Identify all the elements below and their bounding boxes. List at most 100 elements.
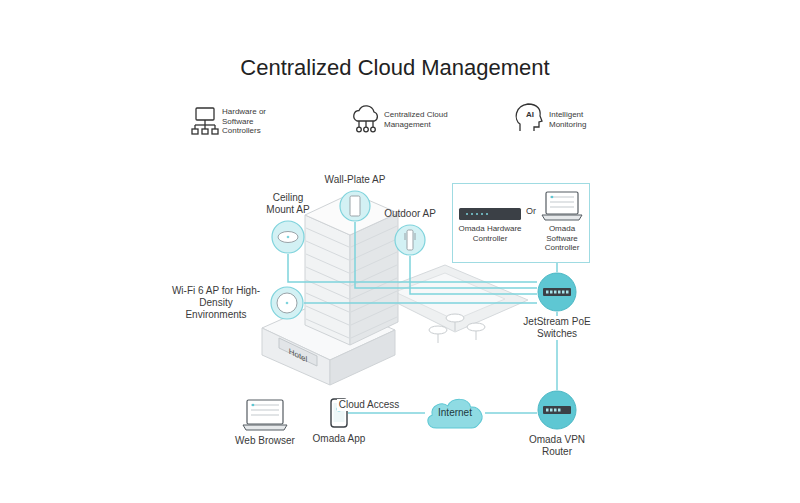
ground-plaza — [476, 331, 477, 340]
node-label: Internet — [438, 407, 472, 419]
software-controller-shape — [550, 196, 574, 198]
poe-switch-shape — [562, 291, 565, 294]
controller-icon — [196, 108, 214, 120]
hotel-building — [305, 215, 350, 345]
network-link — [556, 263, 558, 272]
access-point: Wall-Plate AP — [339, 190, 371, 222]
access-point-shape — [272, 221, 304, 253]
node-label: Omada VPN Router — [527, 434, 587, 458]
node-label: Omada Software Controller — [537, 224, 587, 253]
controller-icon — [192, 108, 218, 134]
access-point-shape — [277, 293, 297, 313]
web-browser: Web Browser — [242, 400, 288, 430]
poe-switch-shape — [558, 291, 561, 294]
hotel-building — [351, 304, 397, 325]
poe-switch-shape — [566, 291, 569, 294]
hotel-building — [351, 252, 397, 273]
access-point-shape — [394, 224, 426, 256]
node-label: Web Browser — [225, 435, 305, 447]
diagram-title: Centralized Cloud Management — [0, 55, 790, 81]
software-controller-shape — [541, 192, 583, 220]
software-controller-shape — [542, 215, 582, 220]
cloud-icon — [358, 121, 359, 127]
access-point-shape — [405, 233, 406, 240]
web-browser-shape — [247, 400, 283, 424]
hardware-controller-shape — [459, 208, 521, 220]
controller-icon — [202, 129, 208, 134]
hotel-building — [351, 226, 397, 247]
software-controller-shape — [550, 201, 574, 203]
hotel-building — [305, 193, 398, 235]
cloud-icon — [357, 127, 362, 132]
vpn-router: Omada VPN Router — [537, 390, 577, 430]
software-controller: Omada Software Controller — [541, 192, 583, 220]
node-label: Omada Hardware Controller — [457, 224, 523, 243]
controller-icon — [204, 120, 205, 125]
cloud-icon — [365, 121, 366, 127]
access-point-shape — [350, 196, 360, 216]
access-point-shape — [271, 220, 305, 254]
hotel-building — [306, 319, 349, 338]
software-controller-shape — [551, 196, 554, 199]
hardware-controller-shape — [486, 213, 488, 215]
access-point-shape — [271, 287, 303, 319]
access-point-shape — [287, 236, 290, 239]
access-point-shape — [407, 230, 413, 250]
ground-plaza — [446, 314, 464, 322]
vpn-router-shape — [538, 391, 576, 429]
poe-switch-shape — [550, 291, 553, 294]
ground-plaza — [429, 314, 485, 334]
node-label: Omada App — [304, 433, 374, 445]
node-label: Wall-Plate AP — [315, 174, 395, 186]
poe-switch: JetStream PoE Switches — [537, 272, 577, 312]
ground-plaza — [455, 322, 456, 331]
vpn-router-shape — [543, 406, 571, 414]
poe-switch-shape — [554, 291, 557, 294]
network-link — [485, 412, 537, 414]
access-point: Wi-Fi 6 AP for High-Density Environments — [270, 286, 304, 320]
poe-switch-shape — [546, 291, 549, 294]
ground-plaza — [429, 326, 447, 334]
cloud-icon — [372, 121, 373, 127]
ground-plaza — [438, 334, 439, 343]
cloud-icon — [354, 106, 378, 121]
internet-cloud-shape — [428, 399, 482, 428]
cloud-icon — [371, 127, 376, 132]
access-point-shape — [339, 190, 371, 222]
access-point-shape — [415, 233, 416, 240]
node-label: Outdoor AP — [375, 208, 445, 220]
monitoring-icon — [516, 104, 542, 131]
feature-label: Hardware or Software Controllers — [222, 107, 284, 136]
hardware-controller-shape — [471, 213, 473, 215]
web-browser-shape — [242, 400, 288, 430]
vpn-router-shape — [554, 409, 557, 412]
node-label: Or — [521, 206, 541, 217]
hotel-building — [351, 317, 397, 338]
web-browser-shape — [251, 409, 279, 411]
hotel-building — [262, 328, 330, 385]
access-point-shape — [340, 191, 370, 221]
poe-switch-shape — [538, 273, 576, 311]
access-point: Ceiling Mount AP — [271, 220, 305, 254]
controller-icon — [192, 129, 198, 134]
icon-letters: AI — [522, 110, 538, 120]
ground-plaza — [395, 273, 505, 320]
hardware-controller: Omada Hardware Controller — [459, 208, 521, 220]
access-point-shape — [270, 286, 304, 320]
feature-label: Intelligent Monitoring — [549, 110, 609, 129]
web-browser-shape — [251, 404, 279, 406]
node-label: Wi-Fi 6 AP for High-Density Environments — [170, 285, 262, 321]
ground-plaza — [467, 323, 485, 331]
software-controller-shape — [546, 192, 578, 214]
access-point-shape — [278, 232, 298, 243]
vpn-router-shape — [537, 390, 577, 430]
node-label: Ceiling Mount AP — [260, 192, 316, 216]
controller-icon — [212, 129, 218, 134]
link-label: Cloud Access — [337, 399, 402, 411]
building-sign: Hotel — [281, 343, 315, 368]
hotel-building — [351, 265, 397, 286]
monitoring-icon — [516, 104, 542, 131]
access-point-shape — [395, 225, 425, 255]
